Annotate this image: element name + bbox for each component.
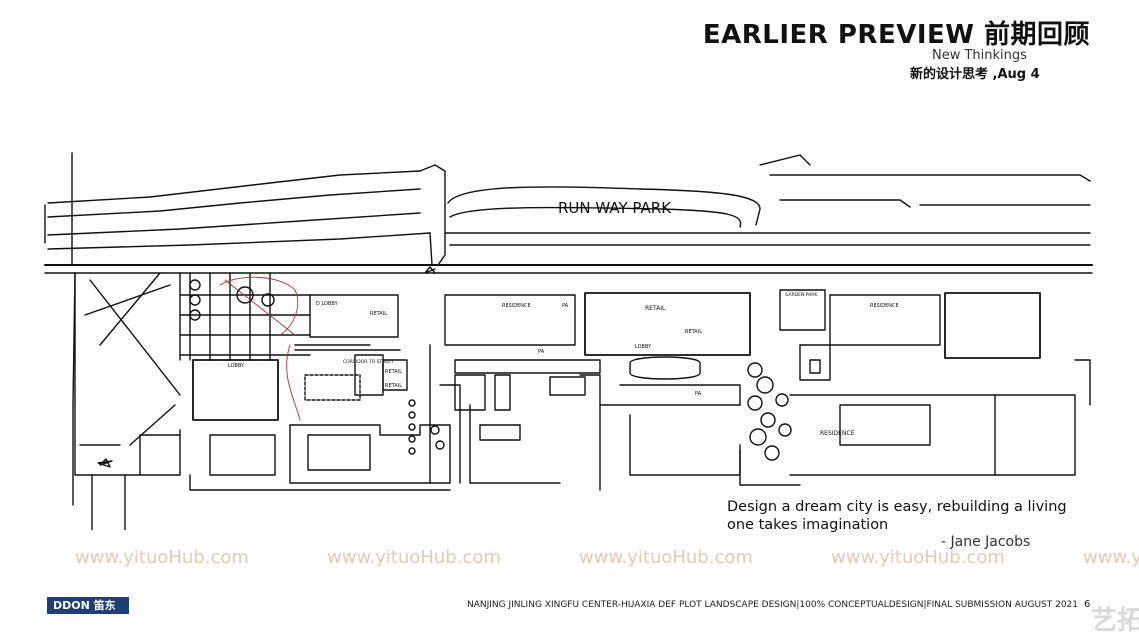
footer-text: NANJING JINLING XINGFU CENTER-HUAXIA DEF…	[467, 600, 1079, 610]
label-residence2: RESIDENCE	[870, 303, 899, 309]
page-subtitle: New Thinkings	[932, 48, 1027, 63]
label-garden: GARDEN PARK	[785, 292, 818, 298]
brand-logo: DDON 笛东	[47, 597, 129, 614]
quote-line2: one takes imagination	[727, 517, 889, 533]
label-lobby1: LOBBY	[228, 363, 245, 369]
watermark-3: www.yituoHub.com	[579, 547, 753, 568]
watermark-2: www.yituoHub.com	[327, 547, 501, 568]
page-subtitle-date: 新的设计思考 ,Aug 4	[910, 67, 1040, 82]
label-retail3: RETAIL	[385, 383, 402, 389]
quote-author: - Jane Jacobs	[941, 534, 1031, 550]
label-residence1: RESIDENCE	[502, 303, 531, 309]
label-lobby3: D LOBBY	[316, 301, 339, 307]
label-lobby2: LOBBY	[635, 344, 652, 350]
watermark-5: www.y	[1083, 547, 1139, 568]
label-pa3: PA	[695, 391, 702, 397]
label-corridor: CORRIDOR TO STREET	[343, 359, 394, 365]
watermark-4: www.yituoHub.com	[831, 547, 1005, 568]
quote-line1: Design a dream city is easy, rebuilding …	[727, 499, 1067, 515]
label-residence3: RESIDENCE	[820, 430, 855, 437]
label-pa2: PA	[538, 349, 545, 355]
label-retail4: RETAIL	[645, 305, 666, 312]
corner-watermark-logo: 艺拓	[1091, 606, 1139, 636]
quote-text: Design a dream city is easy, rebuilding …	[727, 498, 1067, 534]
label-retail1: RETAIL	[370, 311, 387, 317]
site-plan-sketch: RUN WAY PARK LOBBY RETAIL D LOBBY CORRID…	[44, 152, 1093, 530]
watermark-1: www.yituoHub.com	[75, 547, 249, 568]
label-retail5: RETAIL	[685, 329, 702, 335]
park-label: RUN WAY PARK	[558, 199, 672, 217]
label-pa1: PA	[562, 303, 569, 309]
label-retail2: RETAIL	[385, 369, 402, 375]
watermark-row: www.yituoHub.com www.yituoHub.com www.yi…	[0, 547, 1139, 571]
page-title: EARLIER PREVIEW 前期回顾	[702, 20, 1090, 50]
page-number: 6	[1084, 599, 1091, 610]
